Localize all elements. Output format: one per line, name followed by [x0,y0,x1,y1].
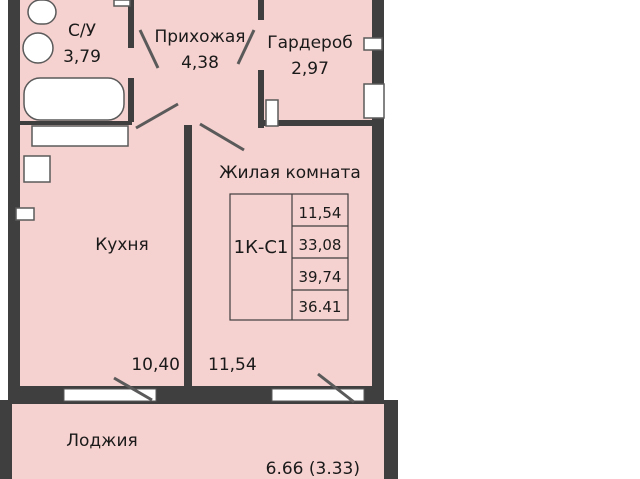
wardrobe-floor [262,0,374,122]
living-floor [188,122,374,388]
living-name: Жилая комната [219,163,361,183]
toilet [27,0,57,25]
kitchen-living-wall [184,125,192,390]
radiator-top [363,37,383,51]
wardrobe-niche [265,99,279,127]
kitchen-balcony-door [113,376,153,402]
fixtures [15,0,385,221]
area-total-3: 39,74 [299,268,342,286]
radiator-left [15,207,35,221]
loggia-left-wall [0,400,12,479]
wardrobe-name: Гардероб [267,33,352,53]
kitchen-sink [23,155,51,183]
loggia-right-wall [384,400,398,479]
wardrobe-left-wall-bottom [258,70,264,128]
bathtub [23,77,125,121]
labels: С/У 3,79 Прихожая 4,38 Гардероб 2,97 Жил… [63,21,361,479]
wardrobe-bottom-wall [264,120,374,126]
bathroom-right-wall-top [128,0,134,48]
sink [22,32,54,64]
left-exterior-wall [8,0,20,404]
bathroom-cabinet [31,125,129,147]
living-door [199,122,245,152]
wardrobe-area: 2,97 [291,59,329,79]
area-table [229,193,349,321]
wardrobe-left-wall-top [258,0,264,20]
bathroom-name: С/У [68,21,97,41]
living-balcony-door [317,372,355,404]
top-fixture [113,0,131,7]
loggia-name: Лоджия [66,431,138,451]
wardrobe-shelf [363,83,385,119]
bathroom-bottom-wall [20,121,132,125]
area-total-4: 36.41 [299,298,342,316]
loggia-area: 6.66 (3.33) [266,459,360,479]
doors [113,29,355,404]
kitchen-area: 10,40 [131,355,180,375]
area-total-2: 33,08 [299,236,342,254]
bathroom-area: 3,79 [63,47,101,67]
hall-area: 4,38 [181,53,219,73]
loggia-floor [12,402,384,479]
kitchen-window [63,388,157,402]
living-area: 11,54 [208,355,257,375]
kitchen-door [135,102,179,130]
hall-name: Прихожая [154,27,245,47]
wardrobe-door [236,29,256,65]
floors [12,0,384,479]
area-total-1: 11,54 [299,204,342,222]
bathroom-right-wall-bottom [128,78,134,122]
top-wall-left [8,0,16,4]
table-frame [229,193,349,321]
kitchen-name: Кухня [95,235,149,255]
apartment-code: 1К-С1 [234,237,289,258]
right-exterior-wall [372,0,384,404]
bathroom-door [138,29,160,69]
